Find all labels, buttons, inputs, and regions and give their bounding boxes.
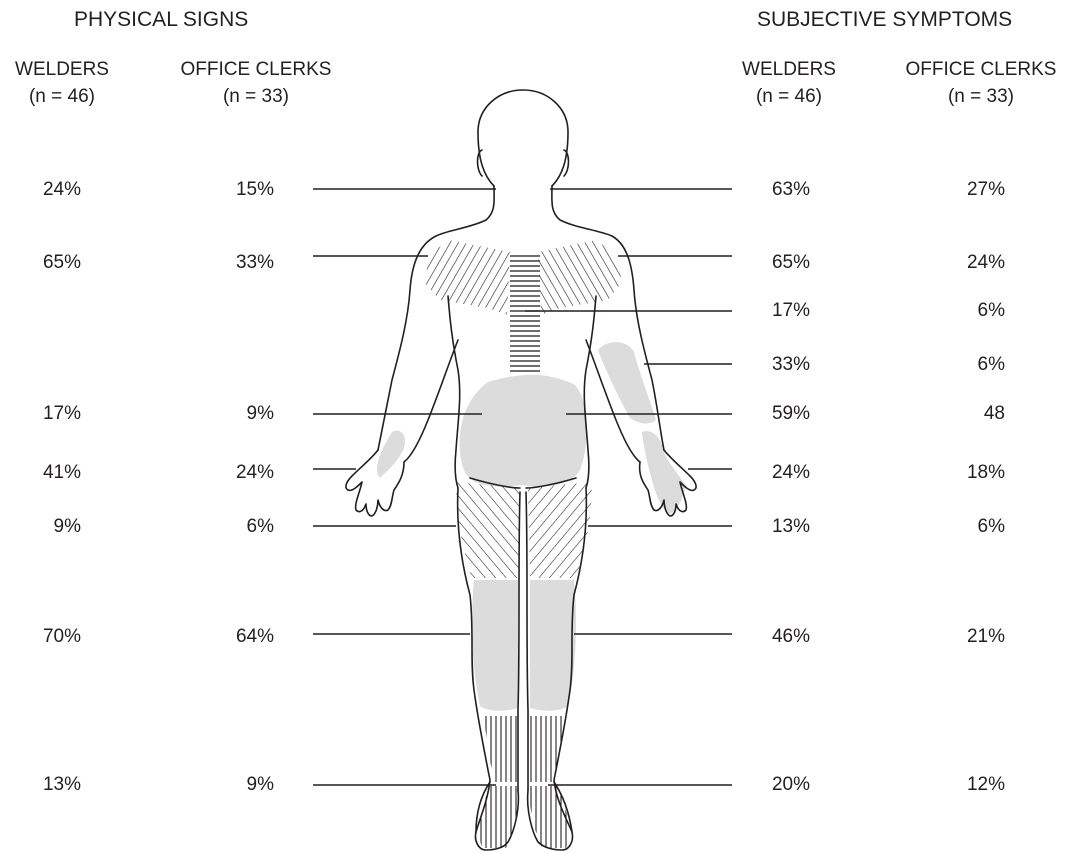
- ps-clerks-feet: 9%: [210, 774, 274, 796]
- spine-hatch: [510, 253, 540, 374]
- left-clerks-n: (n = 33): [166, 86, 346, 108]
- ss-welders-hands: 24%: [740, 462, 810, 484]
- ss-welders-upper-back: 17%: [740, 300, 810, 322]
- left-side-outline: [448, 296, 460, 488]
- ss-welders-lower-back: 59%: [740, 403, 810, 425]
- ss-clerks-upper-arm: 6%: [935, 354, 1005, 376]
- ss-welders-feet: 20%: [740, 774, 810, 796]
- head-outline: [478, 90, 568, 186]
- ss-clerks-feet: 12%: [935, 774, 1005, 796]
- ss-clerks-hands: 18%: [935, 462, 1005, 484]
- ps-welders-shoulders: 65%: [20, 252, 81, 274]
- ss-clerks-hips: 6%: [935, 516, 1005, 538]
- right-clerks-n: (n = 33): [893, 86, 1069, 108]
- right-thigh-hatch: [528, 482, 592, 578]
- physical-signs-header: PHYSICAL SIGNS: [74, 9, 248, 31]
- left-shoulder-hatch: [424, 240, 510, 315]
- left-thigh-hatch: [456, 482, 520, 578]
- ss-clerks-shoulders: 24%: [935, 252, 1005, 274]
- right-shin-hatch: [530, 716, 564, 782]
- left-welders-n: (n = 46): [2, 86, 122, 108]
- right-side-outline: [584, 296, 596, 488]
- ss-clerks-knees: 21%: [935, 626, 1005, 648]
- lower-back-shade: [460, 375, 587, 487]
- left-foot-hatch: [480, 786, 519, 848]
- ps-clerks-shoulders: 33%: [210, 252, 274, 274]
- left-knee-shade: [472, 580, 518, 711]
- left-welders-label: WELDERS: [2, 59, 122, 81]
- ss-welders-knees: 46%: [740, 626, 810, 648]
- right-clerks-label: OFFICE CLERKS: [893, 59, 1069, 81]
- ps-clerks-neck: 15%: [210, 179, 274, 201]
- ps-clerks-knees: 64%: [210, 626, 274, 648]
- ps-welders-lower-back: 17%: [20, 403, 81, 425]
- left-clerks-label: OFFICE CLERKS: [166, 59, 346, 81]
- ss-welders-neck: 63%: [740, 179, 810, 201]
- ps-welders-feet: 13%: [20, 774, 81, 796]
- ps-clerks-lower-back: 9%: [210, 403, 274, 425]
- ps-clerks-hips: 6%: [210, 516, 274, 538]
- ss-welders-hips: 13%: [740, 516, 810, 538]
- ps-welders-neck: 24%: [20, 179, 81, 201]
- ss-welders-upper-arm: 33%: [740, 354, 810, 376]
- right-upper-arm-shade: [598, 342, 656, 424]
- ss-clerks-upper-back: 6%: [935, 300, 1005, 322]
- ps-clerks-hands: 24%: [210, 462, 274, 484]
- right-welders-n: (n = 46): [729, 86, 849, 108]
- right-leg-inner: [526, 492, 528, 790]
- left-inner-arm: [404, 340, 458, 462]
- ss-clerks-lower-back: 48: [935, 403, 1005, 425]
- ss-clerks-neck: 27%: [935, 179, 1005, 201]
- right-welders-label: WELDERS: [729, 59, 849, 81]
- right-shoulder-hatch: [538, 240, 622, 315]
- ps-welders-hands: 41%: [20, 462, 81, 484]
- ps-welders-hips: 9%: [20, 516, 81, 538]
- ps-welders-knees: 70%: [20, 626, 81, 648]
- subjective-symptoms-header: SUBJECTIVE SYMPTOMS: [757, 9, 1012, 31]
- ss-welders-shoulders: 65%: [740, 252, 810, 274]
